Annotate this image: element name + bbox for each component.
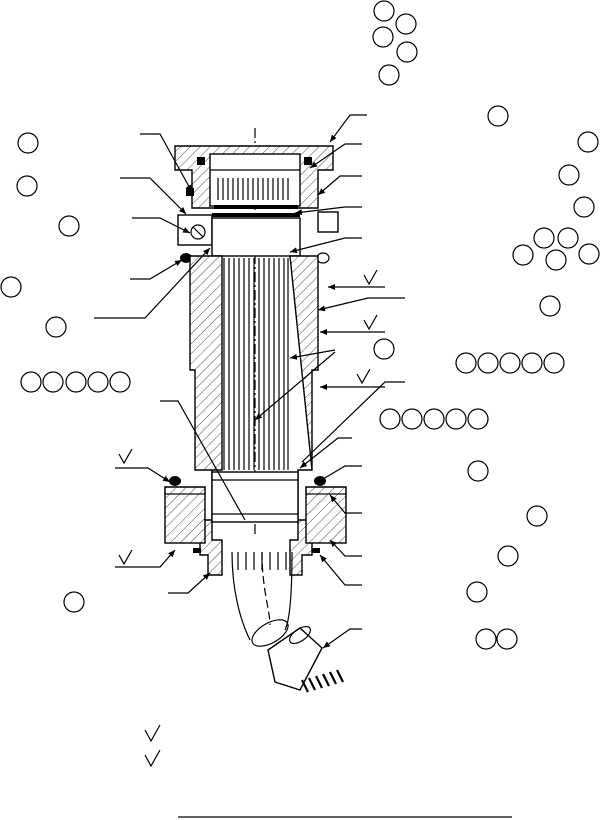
legend-finish-symbol-1 <box>144 724 161 743</box>
legend-finish-symbol-2 <box>144 749 161 768</box>
leader-lines <box>94 114 405 649</box>
connector-assembly <box>164 128 347 693</box>
balloons-left <box>0 132 131 613</box>
balloon-cluster-top <box>372 0 418 86</box>
contact-pins-top <box>217 178 289 200</box>
wire-bundle <box>223 258 289 470</box>
contact-pins-bottom <box>301 669 344 693</box>
finish-symbols-drawing <box>118 269 378 566</box>
balloons-right <box>373 105 600 650</box>
legend-symbols <box>144 724 161 768</box>
